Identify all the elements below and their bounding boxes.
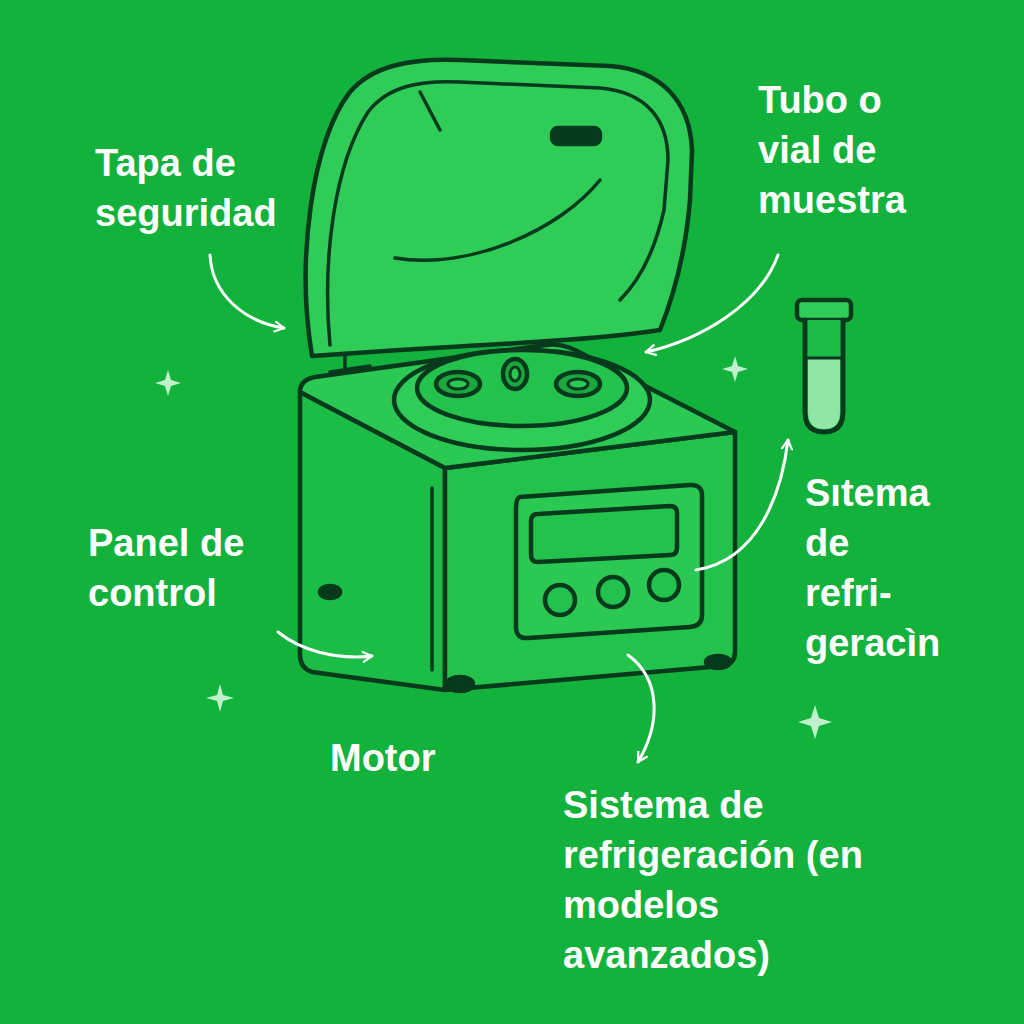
part-label: Sistema de refrigeración (en modelos ava… [563,780,883,981]
housing-front [445,432,735,690]
part-label: Tubo o vial de muestra [758,75,943,225]
control-panel [516,485,702,638]
part-label: Motor [330,733,436,783]
part-label: Sıtema de refri- geracìn [805,468,940,669]
part-label: Tapa de seguridad [95,138,310,238]
display [531,506,677,562]
sparkles [155,356,832,739]
part-label: Panel de control [88,518,298,618]
leader-lines [210,255,788,762]
rotor [394,350,650,450]
safety-lid [306,60,692,356]
housing-top [300,345,735,468]
sample-tube [797,300,851,432]
